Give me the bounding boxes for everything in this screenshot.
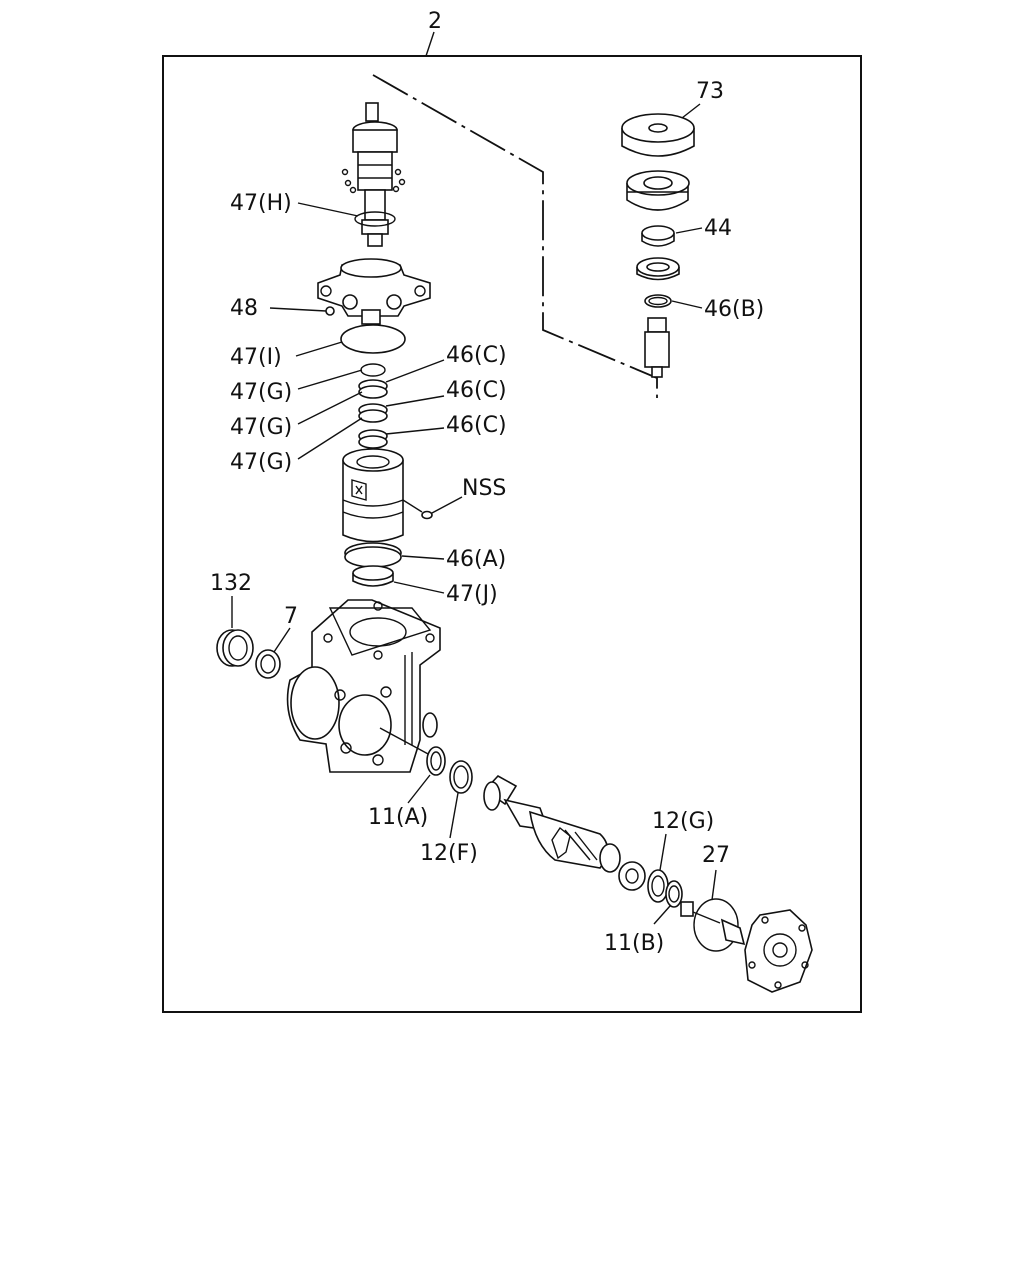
part-12f-seal [449,760,473,794]
part-seal-rings-c [358,363,388,449]
part-valve-housing [317,258,431,325]
callout-47g-3: 47(G) [230,450,292,475]
callout-46c-1: 46(C) [446,343,507,368]
part-bearing-disc [626,170,690,211]
part-47i-oring [340,324,406,354]
part-valve-top [352,102,398,247]
part-48-plug [325,306,335,316]
assembly-label: 2 [428,9,442,34]
callout-48: 48 [230,296,258,321]
part-132-seal [216,629,254,667]
part-ball-bearings [341,168,406,194]
callout-46c-2: 46(C) [446,378,507,403]
callout-27: 27 [702,843,730,868]
callout-nss: NSS [462,476,506,501]
callout-11a: 11(A) [368,805,428,830]
part-12g-seal [647,869,669,903]
part-nss-pin [421,510,433,520]
callout-47h: 47(H) [230,191,292,216]
part-gear-housing [286,599,441,773]
part-73-cap [621,113,695,157]
callout-11b: 11(B) [604,931,664,956]
center-line [372,74,658,398]
callout-132: 132 [210,571,252,596]
callout-44: 44 [704,216,732,241]
part-46b-oring [644,294,672,308]
callout-12f: 12(F) [420,841,478,866]
callout-7: 7 [284,604,298,629]
part-47j-ring [352,565,394,587]
callout-46b: 46(B) [704,297,764,322]
assembly-frame [162,55,862,1013]
part-stem [644,317,670,378]
part-7-bushing [255,649,281,679]
assembly-leader [425,31,435,57]
callout-46c-3: 46(C) [446,413,507,438]
callout-47g-1: 47(G) [230,380,292,405]
part-bearing-small [636,257,680,281]
part-valve-body [342,448,404,543]
part-adjuster [680,898,746,952]
part-side-cover [744,909,813,993]
part-sector-shaft [483,774,621,873]
part-44-seal [641,225,675,247]
callout-46a: 46(A) [446,547,506,572]
part-46a-ring [344,542,402,568]
callout-73: 73 [696,79,724,104]
callout-47i: 47(I) [230,345,282,370]
callout-12g: 12(G) [652,809,714,834]
callout-47g-2: 47(G) [230,415,292,440]
callout-47j: 47(J) [446,582,498,607]
part-11a-seal [426,746,446,776]
part-bearing-shaft [618,861,646,891]
part-47h-oring [354,211,396,227]
part-11b-seal [665,880,683,908]
